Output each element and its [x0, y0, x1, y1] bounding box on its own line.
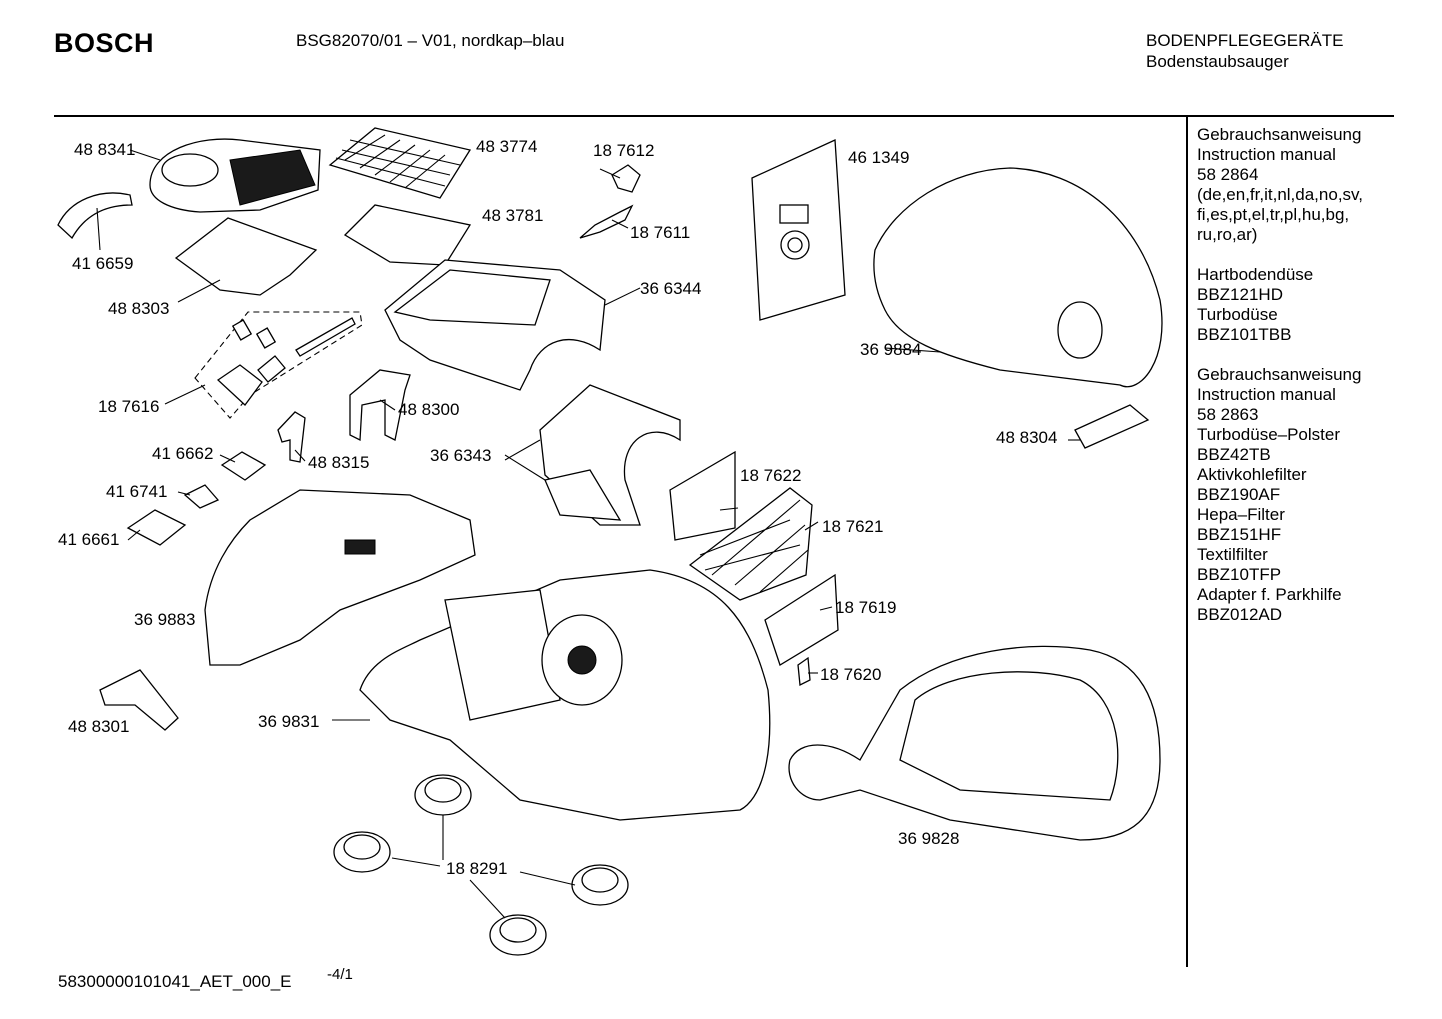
accessory-list: Gebrauchsanweisung Instruction manual 58…: [1197, 125, 1397, 625]
part-bumper-frame: [788, 645, 1161, 841]
label-369831: 36 9831: [258, 712, 320, 731]
label-488301: 48 8301: [68, 717, 130, 736]
accessory-line: BBZ190AF: [1197, 485, 1281, 504]
brand-logo: BOSCH: [54, 28, 155, 58]
part-handle-cover: [149, 138, 321, 213]
accessory-line: Turbodüse: [1197, 305, 1278, 324]
label-187620: 18 7620: [820, 665, 882, 684]
accessory-line: BBZ42TB: [1197, 445, 1271, 464]
part-lid: [873, 167, 1163, 388]
label-416659: 41 6659: [72, 254, 134, 273]
accessory-line: Gebrauchsanweisung: [1197, 125, 1362, 144]
part-clip-small: [797, 656, 811, 687]
accessory-line: Instruction manual: [1197, 385, 1336, 404]
part-hepa-filter: [328, 127, 472, 199]
accessory-line: Turbodüse–Polster: [1197, 425, 1341, 444]
model-number: BSG82070/01 – V01, nordkap–blau: [296, 31, 565, 50]
label-488300: 48 8300: [398, 400, 460, 419]
label-187622: 18 7622: [740, 466, 802, 485]
accessory-line: fi,es,pt,el,tr,pl,hu,bg,: [1197, 205, 1350, 224]
label-187611: 18 7611: [630, 223, 691, 242]
part-dust-bag: [751, 139, 846, 321]
part-filter-bracket: [764, 573, 839, 666]
accessory-line: Hartbodendüse: [1197, 265, 1314, 284]
header-rule: [54, 115, 1394, 117]
label-187619: 18 7619: [835, 598, 897, 617]
part-wheel: [489, 914, 547, 956]
accessory-line: BBZ101TBB: [1197, 325, 1292, 344]
accessory-line: Hepa–Filter: [1197, 505, 1285, 524]
part-small-clip: [611, 164, 641, 193]
leader-lines: [96, 149, 1080, 919]
part-filter-pad: [343, 204, 472, 266]
label-488303: 48 8303: [108, 299, 170, 318]
part-upper-housing: [384, 259, 606, 391]
label-416741: 41 6741: [106, 482, 168, 501]
label-187616: 18 7616: [98, 397, 160, 416]
subcategory-title: Bodenstaubsauger: [1146, 52, 1289, 71]
accessory-line: Aktivkohlefilter: [1197, 465, 1307, 484]
label-369828: 36 9828: [898, 829, 960, 848]
label-416662: 41 6662: [152, 444, 214, 463]
accessory-line: BBZ012AD: [1197, 605, 1283, 624]
part-vent-cover: [126, 509, 187, 546]
part-button: [1074, 404, 1150, 449]
part-bracket: [349, 369, 411, 442]
accessory-line: Textilfilter: [1197, 545, 1268, 564]
label-488304: 48 8304: [996, 428, 1058, 447]
label-187612: 18 7612: [593, 141, 655, 160]
part-motor-cover: [539, 384, 681, 526]
accessory-line: BBZ10TFP: [1197, 565, 1282, 584]
label-416661: 41 6661: [58, 530, 120, 549]
part-base-chassis: [359, 569, 771, 821]
accessory-line: BBZ151HF: [1197, 525, 1282, 544]
label-188291: 18 8291: [446, 859, 508, 878]
part-filter-sheet: [174, 217, 318, 296]
part-grille: [220, 451, 267, 481]
part-lever: [579, 204, 634, 239]
label-366344: 36 6344: [640, 279, 702, 298]
label-366343: 36 6343: [430, 446, 492, 465]
page-number: -4/1: [327, 966, 353, 983]
part-tab: [183, 484, 220, 509]
label-461349: 46 1349: [848, 148, 910, 167]
label-187621: 18 7621: [822, 517, 884, 536]
accessory-line: Adapter f. Parkhilfe: [1197, 585, 1342, 604]
accessory-line: Instruction manual: [1197, 145, 1336, 164]
part-front-housing: [204, 489, 476, 666]
document-code: 58300000101041_AET_000_E: [58, 972, 292, 991]
exploded-parts-diagram: [57, 127, 1163, 956]
accessory-line: 58 2863: [1197, 405, 1259, 424]
sidebar-divider: [1186, 117, 1188, 967]
part-filter-grid: [688, 487, 813, 601]
part-wheel: [333, 831, 391, 873]
part-small-bracket: [277, 411, 306, 463]
part-clip: [57, 192, 133, 240]
accessory-line: Gebrauchsanweisung: [1197, 365, 1362, 384]
category-title: BODENPFLEGEGERÄTE: [1146, 31, 1344, 50]
part-valve-kit: [194, 311, 363, 419]
label-483781: 48 3781: [482, 206, 544, 225]
label-488315: 48 8315: [308, 453, 370, 472]
part-exhaust-filter: [669, 450, 736, 541]
label-488341: 48 8341: [74, 140, 136, 159]
part-wheel: [571, 864, 629, 906]
accessory-line: BBZ121HD: [1197, 285, 1283, 304]
part-wheel: [414, 774, 472, 816]
label-369883: 36 9883: [134, 610, 196, 629]
accessory-line: (de,en,fr,it,nl,da,no,sv,: [1197, 185, 1363, 204]
part-carry-handle: [99, 669, 179, 731]
label-369884: 36 9884: [860, 340, 922, 359]
accessory-line: 58 2864: [1197, 165, 1259, 184]
label-483774: 48 3774: [476, 137, 538, 156]
accessory-line: ru,ro,ar): [1197, 225, 1258, 244]
